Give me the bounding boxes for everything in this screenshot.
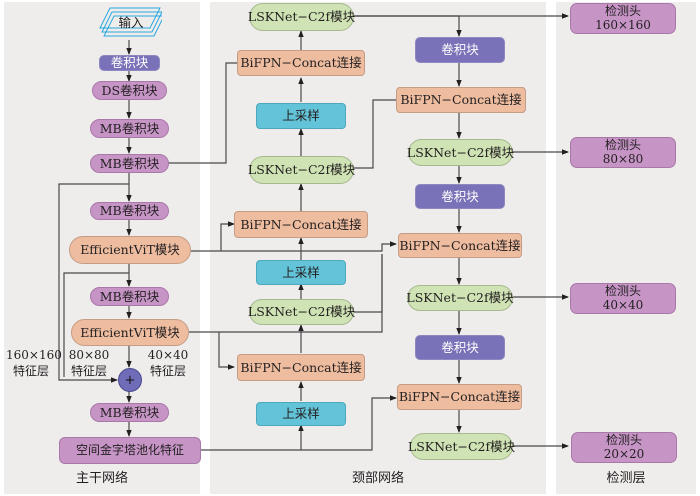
wire — [354, 254, 383, 313]
neck-conv-block-3: 卷积块 — [415, 335, 505, 360]
spp-block: 空间金字塔池化特征 — [59, 437, 201, 464]
mb-conv-block-3: MB卷积块 — [90, 202, 169, 220]
head-size: 20×20 — [603, 446, 645, 461]
wire — [191, 241, 397, 252]
detect-head-80: 检测头 80×80 — [570, 137, 676, 168]
upsample-block-1: 上采样 — [256, 103, 346, 129]
neck-right-bifpn-block-1: BiFPN−Concat连接 — [396, 87, 526, 113]
feature-size: 40×40 — [147, 348, 189, 362]
neck-bifpn-block-3: BiFPN−Concat连接 — [237, 354, 365, 381]
neck-bifpn-block-1: BiFPN−Concat连接 — [237, 50, 365, 76]
input-label: 输入 — [118, 15, 144, 30]
neck-right-bifpn-block-2: BiFPN−Concat连接 — [398, 233, 522, 258]
head-size: 160×160 — [595, 17, 651, 32]
mb-conv-block-1: MB卷积块 — [90, 119, 169, 138]
efficientvit-block-1: EfficientViT模块 — [69, 236, 191, 264]
detect-panel: 检测层 — [556, 2, 696, 494]
backbone-label: 主干网络 — [75, 471, 128, 486]
detect-head-20: 检测头 20×20 — [571, 432, 677, 463]
detect-head-40: 检测头 40×40 — [570, 283, 676, 314]
head-size: 80×80 — [602, 151, 644, 166]
head-title: 检测头 — [604, 4, 641, 19]
wire — [63, 272, 129, 377]
detect-head-160: 检测头 160×160 — [570, 3, 676, 34]
input-stack-icon — [99, 7, 162, 37]
neck-lsk-block-top: LSKNet−C2f模块 — [248, 3, 355, 31]
neck-bifpn-block-2: BiFPN−Concat连接 — [234, 211, 368, 238]
ds-conv-block: DS卷积块 — [92, 81, 167, 100]
neck-lsk-block-3: LSKNet−C2f模块 — [248, 299, 355, 325]
add-node-icon: + — [118, 368, 142, 392]
upsample-block-3: 上采样 — [256, 402, 346, 426]
feature-size: 160×160 — [6, 348, 62, 362]
mb-conv-block-5: MB卷积块 — [90, 403, 169, 422]
feature-text: 特征层 — [70, 364, 107, 379]
head-title: 检测头 — [605, 433, 642, 448]
neck-right-lsk-block-1: LSKNet−C2f模块 — [407, 139, 514, 166]
neck-lsk-block-2: LSKNet−C2f模块 — [248, 156, 355, 184]
neck-label: 颈部网络 — [351, 471, 404, 486]
feature-layer-160-label: 160×160 特征层 — [6, 347, 62, 379]
efficientvit-block-2: EfficientViT模块 — [71, 319, 189, 346]
feature-layer-40-label: 40×40 特征层 — [145, 347, 191, 379]
detect-label: 检测层 — [606, 471, 646, 486]
feature-text: 特征层 — [149, 364, 186, 379]
upsample-block-2: 上采样 — [256, 260, 346, 285]
wire — [354, 99, 396, 169]
head-title: 检测头 — [604, 138, 641, 153]
wire — [218, 332, 235, 370]
wire — [200, 395, 397, 451]
head-size: 40×40 — [602, 297, 644, 312]
wire — [220, 221, 235, 251]
feature-layer-80-label: 80×80 特征层 — [66, 347, 112, 379]
neck-right-lsk-block-3: LSKNet−C2f模块 — [408, 433, 515, 460]
wire — [166, 62, 237, 164]
input-node: 输入 — [98, 6, 162, 40]
feature-text: 特征层 — [12, 364, 49, 379]
neck-right-bifpn-block-3: BiFPN−Concat连接 — [397, 384, 522, 410]
wire — [354, 15, 462, 37]
neck-conv-block-2: 卷积块 — [415, 184, 505, 209]
mb-conv-block-2: MB卷积块 — [90, 154, 169, 173]
neck-right-lsk-block-2: LSKNet−C2f模块 — [406, 285, 514, 311]
feature-size: 80×80 — [68, 348, 110, 362]
backbone-conv-block: 卷积块 — [99, 55, 160, 71]
head-title: 检测头 — [604, 284, 641, 299]
neck-conv-block-1: 卷积块 — [415, 37, 505, 63]
wire — [58, 183, 129, 383]
mb-conv-block-4: MB卷积块 — [90, 287, 169, 306]
